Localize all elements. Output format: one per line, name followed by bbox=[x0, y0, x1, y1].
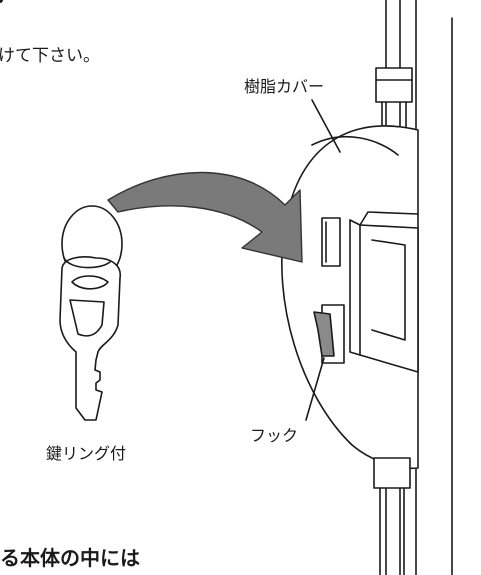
resin-cover-leader bbox=[311, 99, 341, 153]
resin-cover-label: 樹脂カバー bbox=[244, 77, 325, 96]
hook-leader bbox=[305, 357, 325, 421]
lower-rod bbox=[373, 457, 411, 575]
instruction-text-fragment: けて下さい。 bbox=[0, 46, 100, 66]
upper-rod bbox=[375, 67, 413, 151]
bottom-caption-fragment: る本体の中には bbox=[0, 546, 140, 570]
key-slot bbox=[321, 217, 341, 267]
hook-slot bbox=[313, 304, 345, 364]
key-with-ring bbox=[59, 205, 123, 421]
key-ring-label: 鍵リング付 bbox=[46, 444, 127, 463]
bullet-dot bbox=[0, 0, 3, 3]
lock-box bbox=[349, 211, 419, 373]
hook-label: フック bbox=[250, 426, 299, 445]
insertion-arrow bbox=[107, 171, 303, 263]
